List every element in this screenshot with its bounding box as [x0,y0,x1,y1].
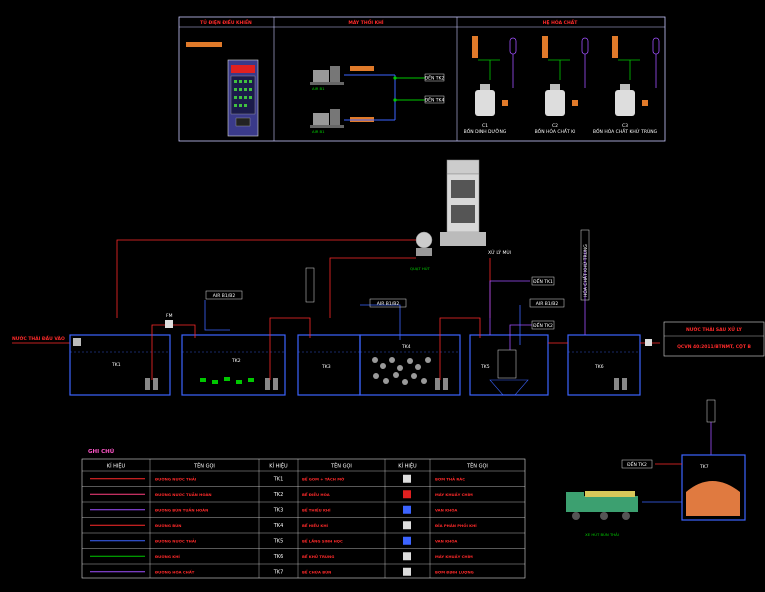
chem-column-3: C3 BỒN HÓA CHẤT KHỬ TRÙNG [593,36,660,135]
return-to-tk2: ĐẾN TK2 [533,321,553,329]
chemical-system: C1 BỒN DINH DƯỠNG C2 BỒN HÓA CHẤT KI C3 [464,36,660,135]
chem-tank-name-2: BỒN HÓA CHẤT KI [535,126,576,135]
outlet-standard: QCVN 40:2011/BTNMT, CỘT B [677,343,751,350]
air-label-1: AIR B1/B2 [213,293,236,299]
legend-tank-name: BỂ THIẾU KHÍ [302,506,331,512]
legend-equip-name: VAN KHÓA [435,538,457,543]
legend-equip-name: MÁY KHUẤY CHÌM [435,492,473,497]
legend-header: TÊN GỌI [330,462,352,470]
legend-tank-code: TK2 [273,492,284,498]
legend-equip-icon [403,474,411,483]
legend-tank-code: TK6 [273,554,284,560]
tank-label-tk4: TK4 [401,344,411,350]
legend-header: KÍ HIỆU [269,462,288,470]
odor-treatment-tower: QUẠT HÚT XỬ LÝ MÙI [410,159,511,271]
sludge-return-label: ĐẾN TK2 [627,460,647,468]
legend-tank-code: TK3 [273,507,284,513]
legend-equip-name: VAN KHÓA [435,507,457,512]
chem-column-2: C2 BỒN HÓA CHẤT KI [535,36,589,135]
truck-label: XE HÚT BÙN THẢI [585,532,619,537]
legend-line-name: ĐƯỜNG HÓA CHẤT [155,569,195,574]
inlet-label: NƯỚC THẢI ĐẦU VÀO [12,333,65,342]
tank-label-tk5: TK5 [480,364,490,370]
tank-label-tk2: TK2 [231,358,241,364]
legend-equip-icon [403,505,411,514]
legend-line-name: ĐƯỜNG BÙN TUẦN HOÀN [155,507,208,512]
control-cabinet [186,42,259,137]
legend-tank-name: BỂ KHỬ TRÙNG [302,554,334,559]
control-panel-title: TỦ ĐIỆN ĐIỀU KHIỂN [200,17,252,26]
chem-tank-code-3: C3 [622,123,628,129]
flowmeter-label: FM [166,313,173,319]
legend-tank-name: BỂ CHỨA BÙN [302,569,331,574]
air-label-3: AIR B1/B2 [536,301,559,307]
blower-unit-2: AIR B1 [310,109,395,134]
legend-equip-name: BƠM ĐỊNH LƯỢNG [435,569,474,574]
legend-tank-code: TK4 [273,523,284,529]
tank-label-tk1: TK1 [111,362,121,368]
tank-label-tk6: TK6 [594,364,604,370]
legend: GHI CHÚ KÍ HIỆU TÊN GỌI KÍ HIỆU TÊN GỌI KÍ H… [81,448,526,579]
legend-equip-icon [403,521,411,530]
legend-tank-code: TK7 [273,569,284,575]
tank-tk2: TK2 [181,334,286,396]
tank-label-tk3: TK3 [321,364,331,370]
chem-tank-name-3: BỒN HÓA CHẤT KHỬ TRÙNG [593,126,658,135]
blower-unit-1: AIR B1 [310,66,395,91]
legend-equip-name: BƠM THẢ RÁC [435,476,465,481]
blower-2-label: AIR B1 [312,129,325,134]
fan-label: QUẠT HÚT [410,266,431,271]
tank-tk5: TK5 [469,334,549,396]
legend-line-name: ĐƯỜNG KHÍ [155,554,180,559]
outlet-box: NƯỚC THẢI SAU XỬ LÝ QCVN 40:2011/BTNMT, … [663,321,765,357]
chemical-panel-title: HỆ HÓA CHẤT [543,18,578,26]
blower-dest-1: ĐẾN TK2 [425,74,445,82]
chem-column-1: C1 BỒN DINH DƯỠNG [464,36,517,135]
return-to-tk1: ĐẾN TK1 [533,277,553,285]
blower-1-label: AIR B1 [312,86,325,91]
chem-tank-code-2: C2 [552,123,558,129]
legend-equip-icon [403,567,411,576]
legend-tank-code: TK1 [273,476,284,482]
legend-tank-code: TK5 [273,538,284,544]
legend-line-name: ĐƯỜNG BÙN [155,523,181,528]
legend-line-name: ĐƯỜNG NƯỚC TUẦN HOÀN [155,492,212,497]
legend-equip-name: MÁY KHUẤY CHÌM [435,554,473,559]
tank-label-tk7: TK7 [699,464,709,470]
legend-tank-name: BỂ ĐIỀU HÒA [302,492,330,497]
legend-tank-name: BỂ GOM + TÁCH MỠ [302,476,345,481]
process-line: NƯỚC THẢI ĐẦU VÀO TK1 TK2 TK3 TK [12,229,765,396]
legend-equip-icon [403,490,411,499]
odor-label: XỬ LÝ MÙI [488,248,511,256]
sludge-truck [566,491,638,520]
disinfectant-label: HÓA CHẤT KHỬ TRÙNG [581,244,589,297]
legend-equip-icon [403,536,411,545]
blower-manifold: ĐẾN TK2 ĐẾN TK4 [393,74,445,120]
blower-panel-title: MÁY THỔI KHÍ [348,18,384,26]
legend-header: KÍ HIỆU [107,462,126,470]
legend-tank-name: BỂ LẮNG SINH HỌC [302,538,343,543]
legend-header: KÍ HIỆU [398,462,417,470]
chem-tank-name-1: BỒN DINH DƯỠNG [464,126,507,135]
legend-tank-name: BỂ HIẾU KHÍ [302,522,329,528]
legend-line-name: ĐƯỜNG NƯỚC THẢI [155,476,197,481]
top-circulation-lines [116,239,491,318]
legend-header: TÊN GỌI [466,462,488,470]
blower-dest-2: ĐẾN TK4 [425,96,445,104]
legend-header: TÊN GỌI [193,462,215,470]
legend-title: GHI CHÚ [88,448,114,455]
legend-line-name: ĐƯỜNG NƯỚC THẢI [155,538,197,543]
outlet-title: NƯỚC THẢI SAU XỬ LÝ [686,325,743,333]
sludge-section: TK7 ĐẾN TK2 XE HÚT BÙN THẢI [566,399,746,537]
equipment-panel: TỦ ĐIỆN ĐIỀU KHIỂN MÁY THỔI KHÍ HỆ HÓA C… [178,16,666,142]
tank-tk3: TK3 [297,334,361,396]
legend-equip-icon [403,552,411,561]
tank-tk1: TK1 [69,334,171,396]
air-label-2: AIR B1/B2 [377,301,400,307]
legend-equip-name: ĐĨA PHÂN PHỐI KHÍ [435,523,477,528]
chem-tank-code-1: C1 [482,123,488,129]
tank-tk6: TK6 [567,334,641,396]
tank-tk4: TK4 [359,334,461,396]
